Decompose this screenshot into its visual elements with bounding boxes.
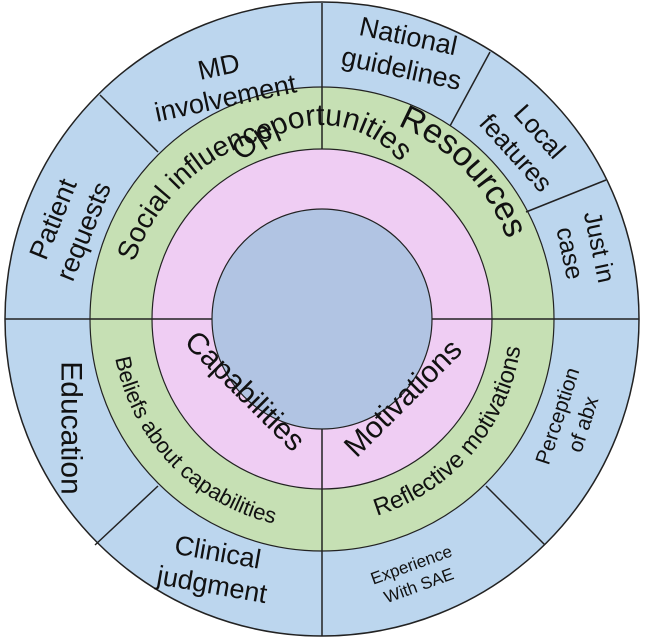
factor-education: Education <box>55 361 88 494</box>
separator-local-justincase <box>525 179 607 213</box>
separator-national-local <box>449 51 491 127</box>
separator-perception-experience <box>485 485 546 546</box>
outer-factor-labels: PatientrequestsMDinvolvementNationalguid… <box>23 11 620 609</box>
separator-patient-md <box>99 94 159 153</box>
separator-education-clinical <box>94 485 159 546</box>
